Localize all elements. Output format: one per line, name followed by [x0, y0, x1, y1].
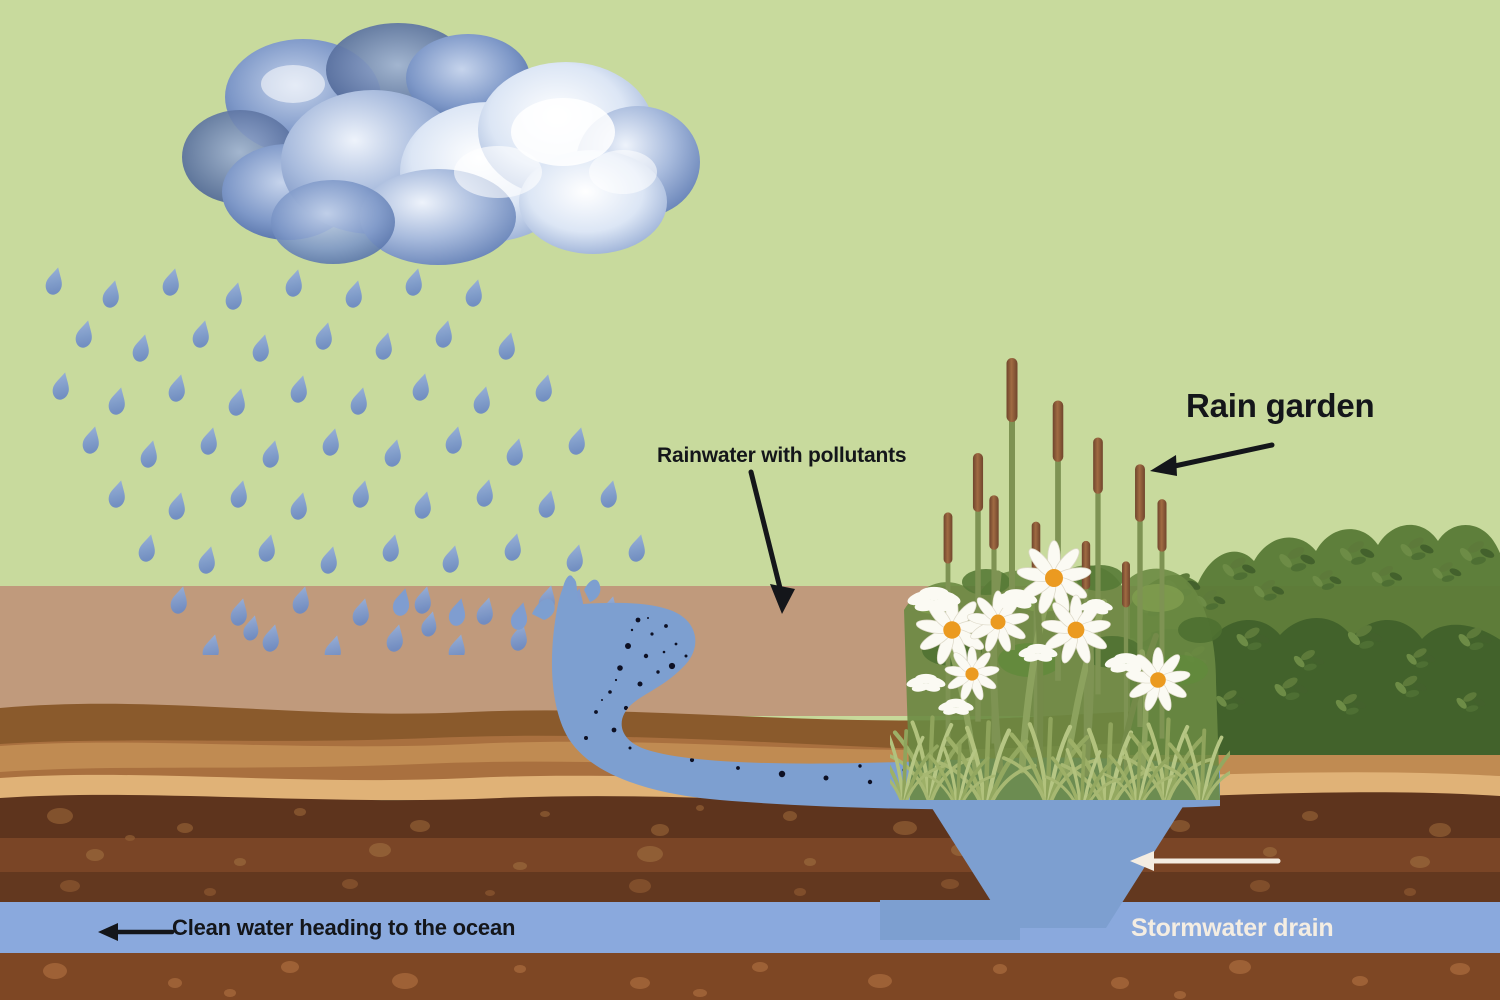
rain-garden-basin	[880, 764, 1210, 940]
rain-cloud	[182, 23, 700, 265]
shrub-foliage-right	[1130, 525, 1500, 755]
stormwater-drain-arrow	[1130, 851, 1281, 871]
stormwater-drain-label: Stormwater drain	[1131, 914, 1334, 942]
bedrock-pebbles	[43, 960, 1470, 999]
shrub-mass-shadow	[1130, 618, 1500, 755]
soil-band-deep2	[0, 838, 1500, 874]
rainwater-arrow	[748, 469, 795, 614]
basin-funnel-shape	[904, 764, 1210, 928]
rain-garden-label: Rain garden	[1186, 387, 1375, 424]
soil-band-deep3	[0, 872, 1500, 902]
basin-aquifer-connector	[880, 900, 1020, 940]
rain-garden-plants	[890, 358, 1230, 800]
rain-garden-arrow	[1150, 442, 1275, 476]
bedrock-soil-layer	[0, 953, 1500, 1000]
rainwater-label: Rainwater with pollutants	[657, 444, 907, 467]
clean-water-aquifer	[0, 902, 1500, 955]
soil-pebbles-upper	[47, 805, 1451, 841]
clean-water-arrow	[98, 923, 175, 941]
clean-water-label: Clean water heading to the ocean	[172, 915, 516, 940]
